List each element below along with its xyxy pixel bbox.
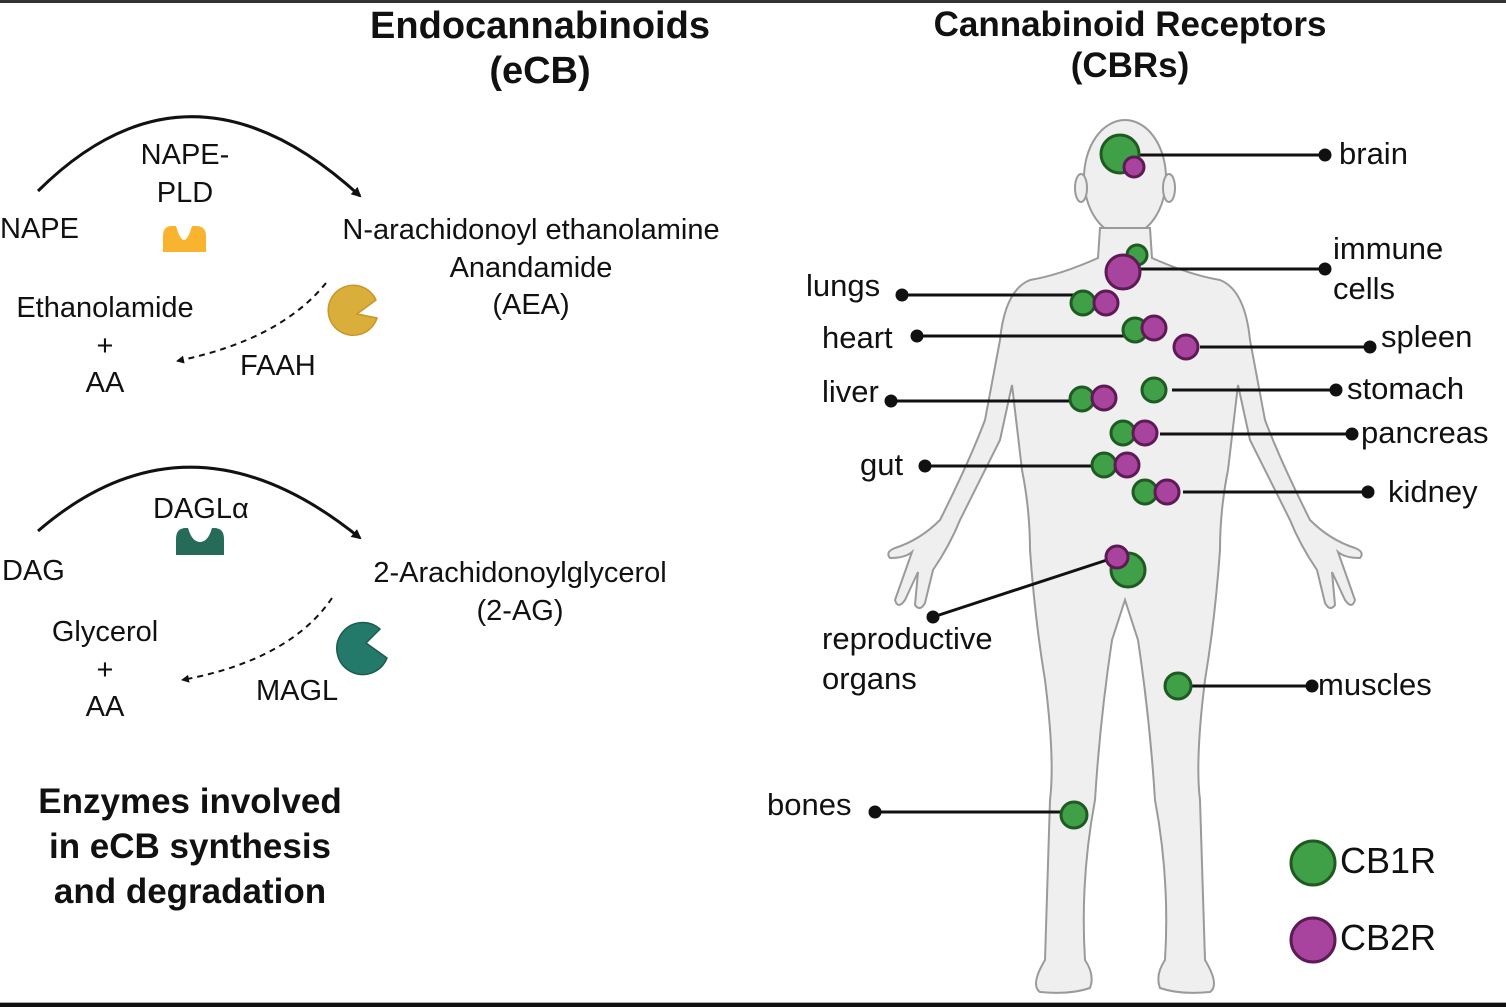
title-line: (CBRs) xyxy=(1070,46,1190,86)
heading-line: Enzymes involved xyxy=(38,782,342,821)
enzyme-label-line: PLD xyxy=(156,176,214,209)
faah-enzyme-icon xyxy=(327,284,378,337)
cb2r-marker-pancreas xyxy=(1131,419,1159,447)
product-line: 2-Arachidonoylglycerol xyxy=(373,557,667,589)
legend-cb1r-swatch xyxy=(1289,839,1337,887)
organ-label-line: reproductive xyxy=(822,621,993,656)
breakdown-line: Ethanolamide xyxy=(16,292,194,324)
heading-line: in eCB synthesis xyxy=(48,826,332,866)
cb2r-marker-reproductive xyxy=(1104,544,1130,570)
cb1r-marker-stomach xyxy=(1140,376,1168,404)
cb2r-marker-immune xyxy=(1104,253,1142,291)
magl-label: MAGL xyxy=(256,675,339,707)
organ-label-muscles: muscles xyxy=(1318,667,1432,702)
cb1r-marker-gut xyxy=(1090,451,1118,479)
cb1r-marker-liver xyxy=(1068,385,1096,413)
product-line: Anandamide xyxy=(449,251,613,284)
organ-label-line: immune xyxy=(1333,231,1444,266)
organ-label-liver: liver xyxy=(822,374,879,409)
receptor-markers xyxy=(1059,133,1200,830)
breakdown-line: AA xyxy=(85,691,125,724)
cb2r-marker-spleen xyxy=(1172,333,1200,361)
degradation-arrow-aea xyxy=(176,282,327,364)
heading-line: and degradation xyxy=(53,871,327,911)
cb2r-marker-liver xyxy=(1090,384,1118,412)
cb1r-marker-bones xyxy=(1059,800,1089,830)
organ-label-line: organs xyxy=(822,661,917,697)
organ-label-line: cells xyxy=(1333,271,1396,307)
receptors-title: Cannabinoid Receptors (CBRs) xyxy=(900,4,1360,87)
nape-label: NAPE xyxy=(0,213,79,245)
product-line: (2-AG) xyxy=(476,594,564,627)
organ-label-reproductive-organs: reproductive organs xyxy=(822,619,993,700)
breakdown-line: Glycerol xyxy=(51,616,159,648)
2ag-product-label: 2-Arachidonoylglycerol (2-AG) xyxy=(330,555,710,630)
dag-label: DAG xyxy=(2,555,65,587)
cb1r-marker-kidney xyxy=(1131,478,1159,506)
organ-label-lungs: lungs xyxy=(806,268,881,303)
endocannabinoids-title: Endocannabinoids (eCB) xyxy=(340,4,740,94)
legend-cb2r-label: CB2R xyxy=(1340,917,1437,958)
top-border xyxy=(0,0,1506,3)
aea-product-label: N-arachidonoyl ethanolamine Anandamide (… xyxy=(290,212,772,325)
cb2r-marker-kidney xyxy=(1153,478,1181,506)
organ-label-gut: gut xyxy=(860,447,904,482)
degradation-arrow-2ag xyxy=(181,597,333,683)
cb2r-marker-brain xyxy=(1122,155,1146,179)
organ-label-stomach: stomach xyxy=(1347,371,1465,406)
leader-lines xyxy=(868,148,1377,819)
enzyme-label-line: NAPE- xyxy=(140,139,230,171)
product-line: N-arachidonoyl ethanolamine xyxy=(342,214,720,246)
legend-cb2r-swatch xyxy=(1289,916,1337,964)
product-line: (AEA) xyxy=(492,289,570,322)
breakdown-line: AA xyxy=(85,367,125,400)
enzymes-heading: Enzymes involved in eCB synthesis and de… xyxy=(10,780,370,914)
organ-label-heart: heart xyxy=(822,320,893,355)
cb2r-marker-lungs xyxy=(1092,289,1120,317)
organ-label-immune-cells: immune cells xyxy=(1333,229,1443,310)
title-line: Endocannabinoids xyxy=(370,5,710,47)
organ-label-brain: brain xyxy=(1339,136,1408,171)
magl-enzyme-icon xyxy=(336,621,388,676)
2ag-breakdown-label: Glycerol + AA xyxy=(0,614,210,727)
plus-sign: + xyxy=(96,653,114,686)
cb2r-marker-gut xyxy=(1113,451,1141,479)
cb1r-marker-lungs xyxy=(1069,289,1097,317)
cb1r-marker-pancreas xyxy=(1109,419,1137,447)
synthesis-arrow-2ag xyxy=(37,465,362,540)
title-line: (eCB) xyxy=(489,49,591,92)
plus-sign: + xyxy=(96,329,114,362)
dagla-enzyme-icon xyxy=(176,528,224,555)
synthesis-arrow-aea xyxy=(36,115,362,198)
bottom-border xyxy=(0,1002,1506,1007)
organ-label-spleen: spleen xyxy=(1381,319,1473,354)
cb2r-marker-heart xyxy=(1140,314,1168,342)
organ-label-bones: bones xyxy=(767,787,852,822)
faah-label: FAAH xyxy=(240,350,316,382)
dagla-label: DAGLα xyxy=(153,493,249,525)
nape-pld-enzyme-icon xyxy=(163,226,206,252)
legend-cb1r-label: CB1R xyxy=(1340,840,1437,881)
title-line: Cannabinoid Receptors xyxy=(933,5,1327,44)
cb1r-marker-muscles xyxy=(1163,671,1193,701)
aea-breakdown-label: Ethanolamide + AA xyxy=(0,290,210,403)
organ-label-pancreas: pancreas xyxy=(1361,415,1489,450)
organ-label-kidney: kidney xyxy=(1388,474,1478,509)
nape-pld-label: NAPE- PLD xyxy=(120,137,250,212)
